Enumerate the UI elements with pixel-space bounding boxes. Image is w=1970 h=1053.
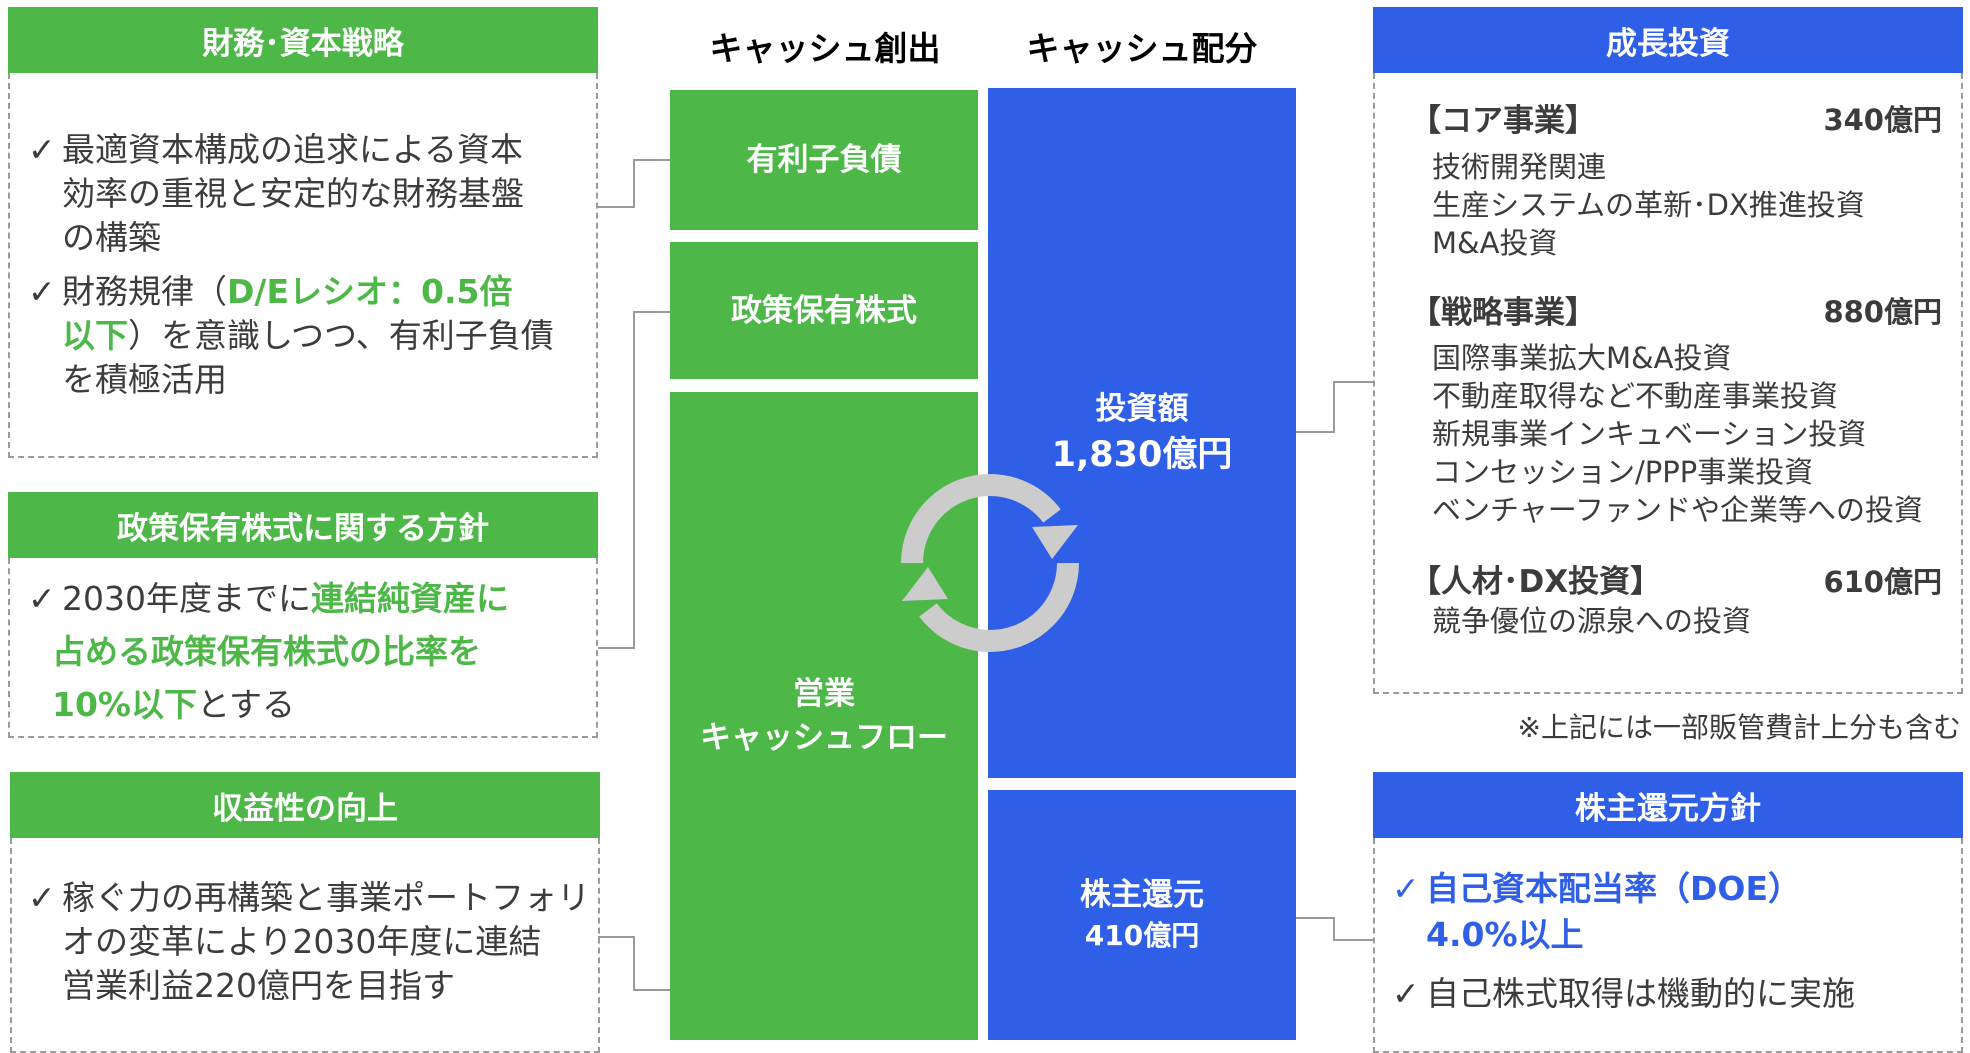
col-head-creation: キャッシュ創出	[709, 29, 941, 68]
return-value: 410億円	[1084, 919, 1200, 952]
list-item: M&A投資	[1432, 226, 1558, 260]
shareholder-bullet-2: ✓ 自己株式取得は機動的に実施	[1392, 972, 1957, 1016]
list-item: 技術開発関連	[1432, 150, 1607, 184]
block-interest-bearing-debt: 有利子負債	[670, 90, 978, 230]
financial-strategy-header: 財務･資本戦略	[8, 7, 598, 73]
core-business-amount: 340億円	[1823, 103, 1942, 137]
check-icon: ✓	[1392, 869, 1420, 908]
core-business-label: 【コア事業】	[1410, 103, 1596, 139]
strategic-business-amount: 880億円	[1823, 295, 1942, 329]
hr-dx-items: 競争優位の源泉への投資	[1432, 602, 1751, 640]
hr-dx-amount: 610億円	[1823, 565, 1942, 599]
financial-strategy-box	[8, 73, 598, 458]
return-label: 株主還元	[1080, 877, 1204, 913]
strategic-business-label: 【戦略事業】	[1410, 295, 1596, 331]
shareholder-bullet-1: ✓ 自己資本配当率（DOE） 4.0%以上	[1392, 866, 1957, 958]
list-item: 生産システムの革新･DX推進投資	[1432, 188, 1865, 222]
col-head-allocation: キャッシュ配分	[1026, 29, 1258, 68]
investment-value: 1,830億円	[1051, 435, 1233, 475]
connector-return	[1296, 917, 1374, 941]
left-connectors	[598, 159, 670, 991]
shareholder-policy-header: 株主還元方針	[1373, 772, 1963, 838]
connector-debt	[598, 159, 670, 208]
connector-investment	[1296, 381, 1374, 433]
hr-dx-label: 【人材･DX投資】	[1410, 564, 1662, 600]
policy-stock-box	[8, 558, 598, 738]
block-policy-stock: 政策保有株式	[670, 242, 978, 379]
connector-policy	[598, 311, 670, 649]
list-item: ベンチャーファンドや企業等への投資	[1432, 493, 1923, 527]
growth-investment-header: 成長投資	[1373, 7, 1963, 73]
growth-note: ※上記には一部販管費計上分も含む	[1517, 711, 1961, 744]
policy-stock-bullet: ✓ 2030年度までに連結純資産に 占める政策保有株式の比率を 10%以下とする	[28, 572, 593, 731]
financial-bullet-1: ✓ 最適資本構成の追求による資本 効率の重視と安定的な財務基盤 の構築	[28, 130, 524, 257]
strategic-business-items: 国際事業拡大M&A投資 不動産取得など不動産事業投資 新規事業インキュベーション…	[1432, 339, 1923, 529]
policy-stock-header: 政策保有株式に関する方針	[8, 492, 598, 558]
cycle-arrows-icon	[901, 474, 1079, 652]
check-icon: ✓	[28, 130, 56, 169]
list-item: 国際事業拡大M&A投資	[1432, 341, 1732, 375]
block-investment: 投資額 1,830億円	[988, 88, 1296, 778]
check-icon: ✓	[1392, 974, 1420, 1013]
check-icon: ✓	[28, 579, 56, 618]
core-business-items: 技術開発関連 生産システムの革新･DX推進投資 M&A投資	[1432, 148, 1865, 262]
block-shareholder-return: 株主還元 410億円	[988, 790, 1296, 1040]
connector-cf	[598, 936, 670, 991]
check-icon: ✓	[28, 878, 56, 917]
profitability-bullet: ✓ 稼ぐ力の再構築と事業ポートフォリ オの変革により2030年度に連結 営業利益…	[28, 878, 590, 1005]
check-icon: ✓	[28, 272, 56, 311]
right-connectors	[1296, 381, 1374, 941]
list-item: 競争優位の源泉への投資	[1432, 604, 1752, 638]
list-item: コンセッション/PPP事業投資	[1432, 455, 1814, 489]
list-item: 不動産取得など不動産事業投資	[1432, 379, 1839, 413]
profitability-header: 収益性の向上	[10, 772, 600, 838]
financial-bullet-2: ✓ 財務規律（D/Eレシオ：0.5倍 以下）を意識しつつ、有利子負債 を積極活用	[28, 272, 554, 399]
investment-label: 投資額	[1095, 391, 1189, 427]
list-item: 新規事業インキュベーション投資	[1432, 417, 1867, 451]
block-operating-cf: 営業 キャッシュフロー	[670, 392, 978, 1040]
growth-investment-box	[1373, 73, 1963, 694]
